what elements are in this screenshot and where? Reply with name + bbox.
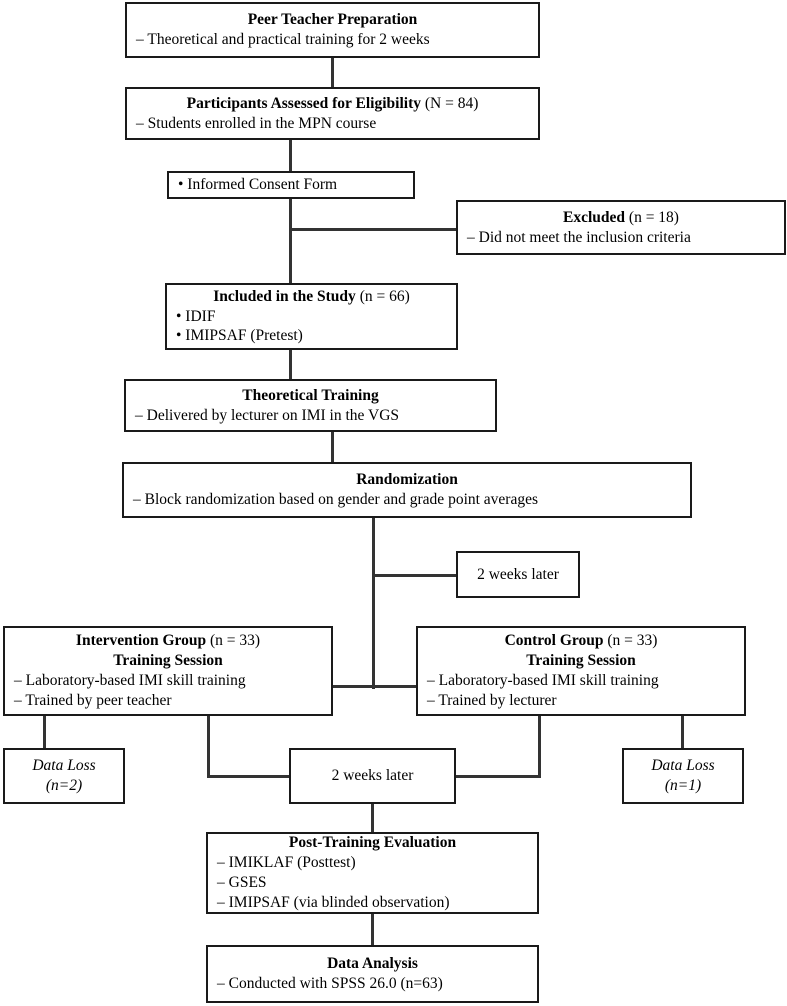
- node-theoretical-training: Theoretical Training – Delivered by lect…: [124, 379, 497, 432]
- connector-to-two-weeks-later-1: [372, 574, 458, 577]
- connector-intervention-to-two-weeks-2: [207, 775, 292, 778]
- informed-consent-line1: • Informed Consent Form: [178, 176, 338, 194]
- included-in-study-line1: • IDIF: [176, 307, 216, 325]
- connector-control-to-two-weeks-2: [454, 775, 541, 778]
- connector-control-down: [538, 716, 541, 777]
- connector-intervention-down: [207, 716, 210, 777]
- control-group-count: (n = 33): [603, 632, 658, 650]
- peer-teacher-preparation-heading: Peer Teacher Preparation: [247, 11, 418, 29]
- node-intervention-group: Intervention Group (n = 33) Training Ses…: [3, 626, 333, 716]
- theoretical-training-heading: Theoretical Training: [242, 386, 379, 404]
- connector-intervention-to-data-loss-left: [43, 716, 46, 750]
- connector-assessed-to-consent: [289, 138, 292, 173]
- node-randomization: Randomization – Block randomization base…: [122, 462, 692, 518]
- connector-randomization-spine: [372, 517, 375, 689]
- connector-prep-to-assessed: [331, 56, 334, 89]
- intervention-group-heading: Intervention Group: [75, 632, 207, 650]
- data-loss-left-line1: Data Loss: [32, 757, 96, 775]
- connector-consent-to-excluded: [289, 228, 458, 231]
- control-group-heading: Control Group: [504, 632, 604, 650]
- included-in-study-line2: • IMIPSAF (Pretest): [176, 327, 303, 345]
- data-loss-left-line2: (n=2): [45, 777, 83, 794]
- connector-between-groups: [331, 685, 419, 688]
- excluded-heading: Excluded: [563, 208, 626, 226]
- control-group-line1: – Laboratory-based IMI skill training: [427, 672, 659, 689]
- intervention-group-line2: – Trained by peer teacher: [14, 691, 172, 709]
- intervention-group-heading2: Training Session: [113, 652, 223, 670]
- node-two-weeks-later-1: 2 weeks later: [456, 551, 580, 598]
- node-participants-assessed: Participants Assessed for Eligibility (N…: [125, 87, 540, 140]
- node-two-weeks-later-2: 2 weeks later: [289, 748, 456, 804]
- excluded-line1: – Did not meet the inclusion criteria: [467, 228, 691, 246]
- data-loss-right-line1: Data Loss: [651, 757, 715, 775]
- node-peer-teacher-preparation: Peer Teacher Preparation – Theoretical a…: [125, 2, 540, 58]
- theoretical-training-line1: – Delivered by lecturer on IMI in the VG…: [135, 406, 400, 424]
- randomization-line1: – Block randomization based on gender an…: [133, 491, 539, 508]
- node-data-loss-left: Data Loss (n=2): [3, 748, 125, 804]
- node-informed-consent: • Informed Consent Form: [167, 171, 415, 199]
- excluded-count: (n = 18): [625, 208, 679, 226]
- intervention-group-count: (n = 33): [206, 632, 261, 650]
- data-analysis-line1: – Conducted with SPSS 26.0 (n=63): [217, 975, 443, 992]
- participants-assessed-line1: – Students enrolled in the MPN course: [136, 114, 377, 132]
- post-training-evaluation-heading: Post-Training Evaluation: [288, 834, 457, 852]
- post-training-evaluation-line2: – GSES: [217, 874, 267, 891]
- connector-two-weeks-2-to-post-training: [371, 803, 374, 833]
- included-in-study-heading: Included in the Study: [213, 287, 356, 305]
- included-in-study-count: (n = 66): [355, 287, 410, 305]
- post-training-evaluation-line3: – IMIPSAF (via blinded observation): [217, 893, 450, 911]
- node-post-training-evaluation: Post-Training Evaluation – IMIKLAF (Post…: [206, 832, 539, 914]
- node-control-group: Control Group (n = 33) Training Session …: [416, 626, 746, 716]
- data-loss-right-line2: (n=1): [664, 777, 702, 794]
- two-weeks-later-1-label: 2 weeks later: [477, 565, 559, 583]
- post-training-evaluation-line1: – IMIKLAF (Posttest): [217, 854, 356, 872]
- intervention-group-line1: – Laboratory-based IMI skill training: [14, 672, 246, 689]
- connector-theoretical-to-randomization: [331, 430, 334, 463]
- participants-assessed-count: (N = 84): [421, 94, 479, 112]
- participants-assessed-heading: Participants Assessed for Eligibility: [186, 94, 421, 112]
- connector-consent-to-included: [289, 197, 292, 285]
- connector-post-training-to-data-analysis: [371, 913, 374, 945]
- data-analysis-heading: Data Analysis: [327, 955, 418, 973]
- connector-control-to-data-loss-right: [681, 716, 684, 750]
- peer-teacher-preparation-line1: – Theoretical and practical training for…: [136, 31, 430, 48]
- control-group-heading2: Training Session: [526, 652, 636, 670]
- two-weeks-later-2-label: 2 weeks later: [331, 767, 414, 785]
- node-data-analysis: Data Analysis – Conducted with SPSS 26.0…: [206, 945, 539, 1003]
- connector-included-to-theoretical: [289, 348, 292, 380]
- node-excluded: Excluded (n = 18) – Did not meet the inc…: [456, 200, 786, 255]
- randomization-heading: Randomization: [356, 471, 458, 489]
- control-group-line2: – Trained by lecturer: [427, 691, 557, 709]
- node-data-loss-right: Data Loss (n=1): [622, 748, 744, 804]
- node-included-in-study: Included in the Study (n = 66) • IDIF • …: [165, 283, 458, 350]
